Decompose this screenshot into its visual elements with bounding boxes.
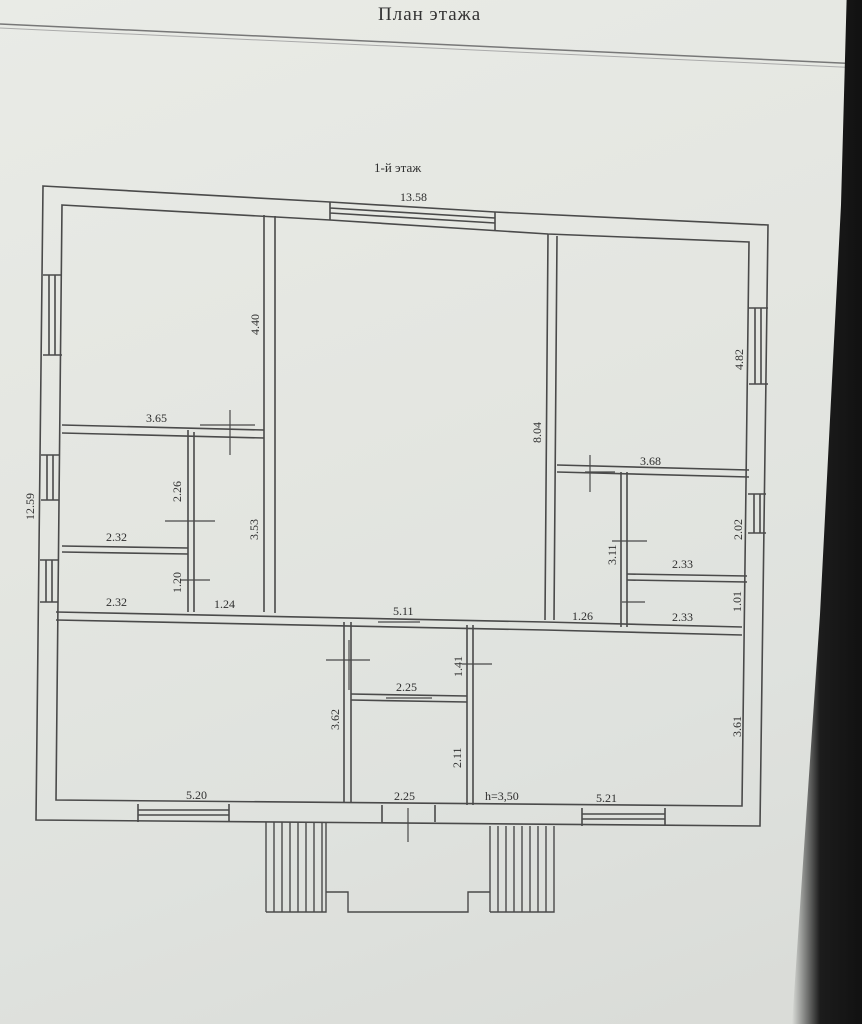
height-label: h=3,50 xyxy=(485,789,519,803)
wall-bottom-a xyxy=(343,622,352,802)
dim-label: 1.26 xyxy=(572,609,593,623)
overall-depth-label: 12.59 xyxy=(23,493,37,520)
dim-label: 1.24 xyxy=(214,597,235,611)
dim-label: 2.32 xyxy=(106,595,127,609)
dim-label: 3.61 xyxy=(730,716,744,737)
dim-label: 2.02 xyxy=(731,519,745,540)
stairs-right xyxy=(489,826,555,913)
entrance-door xyxy=(381,805,436,822)
window-right-2 xyxy=(748,493,766,534)
dim-label: 5.21 xyxy=(596,791,617,805)
dim-label: 1.20 xyxy=(170,572,184,593)
wall-right-mid xyxy=(626,573,748,583)
dim-label: 4.40 xyxy=(248,314,262,335)
window-right-1 xyxy=(749,307,768,385)
wall-bottom-mid xyxy=(350,693,468,703)
wall-hall-left xyxy=(263,215,276,613)
dim-label: 5.11 xyxy=(393,604,414,618)
outer-wall-inside xyxy=(55,204,750,807)
window-bottom-2 xyxy=(581,808,666,826)
wall-right-rooms xyxy=(620,472,628,627)
dim-label: 2.25 xyxy=(396,680,417,694)
dim-label: 1.01 xyxy=(730,591,744,612)
dim-label: 2.33 xyxy=(672,557,693,571)
page-title: План этажа xyxy=(378,4,482,25)
dim-label: 2.32 xyxy=(106,530,127,544)
outer-wall-outside xyxy=(35,185,769,827)
dim-label: 2.26 xyxy=(170,481,184,502)
dim-label: 3.68 xyxy=(640,454,661,468)
dim-label: 8.04 xyxy=(530,422,544,443)
dim-label: 2.25 xyxy=(394,789,415,803)
porch xyxy=(326,891,490,913)
door-marks xyxy=(165,410,647,842)
dim-label: 2.11 xyxy=(450,747,464,768)
wall-right-top xyxy=(556,464,750,478)
window-left-2 xyxy=(41,454,59,501)
window-left-3 xyxy=(40,559,58,603)
wall-left-mid xyxy=(61,545,189,555)
dim-label: 3.62 xyxy=(328,709,342,730)
stairs-left xyxy=(265,822,327,913)
dim-label: 5.20 xyxy=(186,788,207,802)
window-bottom-1 xyxy=(137,804,230,822)
dim-label: 1.41 xyxy=(451,656,465,677)
wall-left-top xyxy=(61,424,265,439)
wall-hall-right xyxy=(544,233,558,621)
dim-label: 3.11 xyxy=(605,544,619,565)
wall-middle xyxy=(55,611,743,636)
dim-label: 3.53 xyxy=(247,519,261,540)
dim-label: 4.82 xyxy=(732,349,746,370)
overall-width-label: 13.58 xyxy=(400,190,427,204)
wall-bottom-b xyxy=(466,625,474,805)
header-divider xyxy=(0,23,862,69)
window-left-1 xyxy=(43,274,62,356)
dim-label: 3.65 xyxy=(146,411,167,425)
window-top xyxy=(329,202,496,230)
dim-label: 2.33 xyxy=(672,610,693,624)
floor-title: 1-й этаж xyxy=(374,160,422,175)
